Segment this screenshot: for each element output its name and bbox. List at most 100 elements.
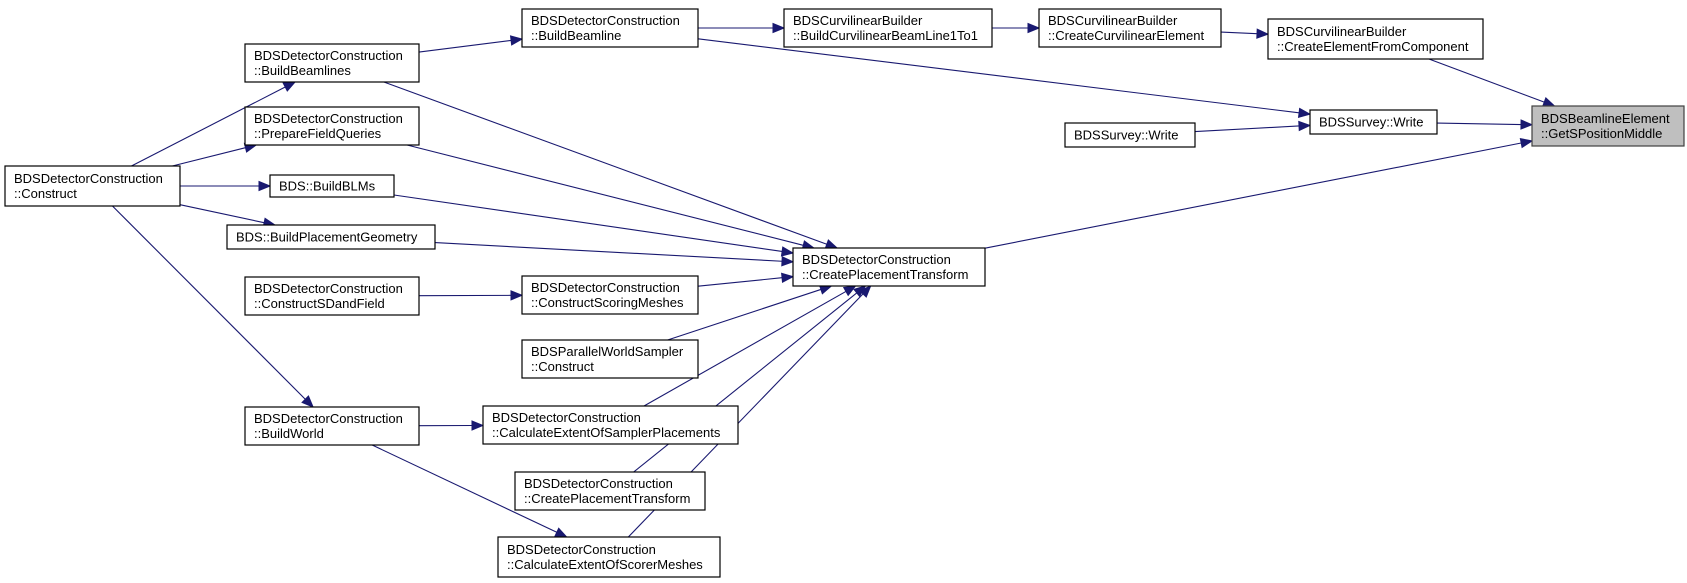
node-label-line-2: ::CalculateExtentOfScorerMeshes xyxy=(507,557,703,572)
node-box[interactable] xyxy=(226,224,436,250)
node-box[interactable] xyxy=(792,247,986,287)
node-box[interactable] xyxy=(521,339,699,379)
node-box[interactable] xyxy=(1267,18,1484,60)
node-label-line-1: BDSDetectorConstruction xyxy=(531,280,680,295)
edge-line xyxy=(179,204,265,224)
node-label-line-1: BDS::BuildBLMs xyxy=(279,179,376,194)
edge-line xyxy=(393,194,783,253)
node-box[interactable] xyxy=(244,106,420,146)
node-label-line-2: ::BuildCurvilinearBeamLine1To1 xyxy=(793,28,978,43)
node-box[interactable] xyxy=(1309,109,1438,135)
node-box[interactable] xyxy=(4,165,181,207)
node-bbl[interactable]: BDSDetectorConstruction::BuildBeamline xyxy=(521,8,699,48)
node-box[interactable] xyxy=(521,8,699,48)
node-label-line-2: ::Construct xyxy=(531,359,594,374)
edge-line xyxy=(633,292,858,473)
edge-bpg-to-cpt xyxy=(434,242,795,267)
edge-line xyxy=(172,147,246,167)
node-survey[interactable]: BDSSurvey::Write xyxy=(1309,109,1438,135)
node-box[interactable] xyxy=(244,43,420,83)
node-label-line-2: ::Construct xyxy=(14,186,77,201)
node-label-line-1: BDSDetectorConstruction xyxy=(14,171,163,186)
edge-construct-to-pfq xyxy=(172,142,258,167)
node-root[interactable]: BDSBeamlineElement::GetSPositionMiddle xyxy=(1531,105,1685,147)
arrowhead-icon xyxy=(471,420,485,431)
edge-csm-to-cpt xyxy=(697,272,795,287)
node-box[interactable] xyxy=(1064,122,1196,148)
arrowhead-icon xyxy=(1298,120,1312,132)
edge-line xyxy=(131,86,286,167)
node-blms[interactable]: BDS::BuildBLMs xyxy=(269,174,395,198)
node-construct[interactable]: BDSDetectorConstruction::Construct xyxy=(4,165,181,207)
edge-line xyxy=(667,288,822,341)
edge-line xyxy=(418,39,512,53)
node-bpg[interactable]: BDS::BuildPlacementGeometry xyxy=(226,224,436,250)
edge-bbls-to-bbl xyxy=(418,35,524,53)
node-cefc[interactable]: BDSCurvilinearBuilder::CreateElementFrom… xyxy=(1267,18,1484,60)
arrowhead-icon xyxy=(510,290,524,301)
node-box[interactable] xyxy=(521,275,699,315)
arrowhead-icon xyxy=(1256,28,1270,39)
node-box[interactable] xyxy=(1038,8,1222,48)
arrowhead-icon xyxy=(509,35,524,46)
edge-cefc-to-root xyxy=(1428,58,1556,107)
node-box[interactable] xyxy=(497,536,721,578)
edge-construct-to-blms xyxy=(180,180,272,192)
node-box[interactable] xyxy=(482,405,739,445)
node-box[interactable] xyxy=(514,471,706,511)
edge-cpt-to-root xyxy=(984,137,1534,249)
node-label-line-2: ::CalculateExtentOfSamplerPlacements xyxy=(492,425,721,440)
node-bcb[interactable]: BDSCurvilinearBuilder::BuildCurvilinearB… xyxy=(783,8,993,48)
node-cesm[interactable]: BDSDetectorConstruction::CalculateExtent… xyxy=(497,536,721,578)
node-label-line-1: BDSDetectorConstruction xyxy=(254,111,403,126)
arrowhead-icon xyxy=(781,255,795,267)
arrowhead-icon xyxy=(842,285,857,297)
node-csm[interactable]: BDSDetectorConstruction::ConstructScorin… xyxy=(521,275,699,315)
edge-bbl-to-survey xyxy=(697,38,1312,118)
edge-cesp-to-cpt xyxy=(643,285,857,407)
node-cpt2[interactable]: BDSDetectorConstruction::CreatePlacement… xyxy=(514,471,706,511)
edge-construct-to-bw xyxy=(112,205,314,408)
edge-line xyxy=(1436,122,1522,126)
arrowhead-icon xyxy=(772,22,786,34)
edge-line xyxy=(1428,58,1545,103)
node-label-line-1: BDSDetectorConstruction xyxy=(507,542,656,557)
node-label-line-2: ::CreateElementFromComponent xyxy=(1277,39,1469,54)
node-pfq[interactable]: BDSDetectorConstruction::PrepareFieldQue… xyxy=(244,106,420,146)
node-box[interactable] xyxy=(244,276,420,316)
node-label-line-2: ::BuildBeamline xyxy=(531,28,621,43)
edge-bcb-to-cce xyxy=(992,22,1041,34)
node-csdf[interactable]: BDSDetectorConstruction::ConstructSDandF… xyxy=(244,276,420,316)
edge-line xyxy=(1194,125,1300,133)
node-box[interactable] xyxy=(783,8,993,48)
arrowhead-icon xyxy=(1519,137,1534,149)
node-box[interactable] xyxy=(244,406,420,446)
arrowhead-icon xyxy=(858,285,872,298)
node-label-line-2: ::BuildBeamlines xyxy=(254,63,351,78)
node-survey2[interactable]: BDSSurvey::Write xyxy=(1064,122,1196,148)
edges-layer xyxy=(112,22,1556,538)
node-box[interactable] xyxy=(269,174,395,198)
node-cce[interactable]: BDSCurvilinearBuilder::CreateCurvilinear… xyxy=(1038,8,1222,48)
node-label-line-1: BDSCurvilinearBuilder xyxy=(1277,24,1407,39)
node-label-line-1: BDSDetectorConstruction xyxy=(254,281,403,296)
node-cpt[interactable]: BDSDetectorConstruction::CreatePlacement… xyxy=(792,247,986,287)
edge-bw-to-cesm xyxy=(371,444,568,538)
node-label-line-2: ::GetSPositionMiddle xyxy=(1541,126,1662,141)
arrowhead-icon xyxy=(282,81,297,92)
edge-line xyxy=(1220,31,1258,35)
node-label-line-2: ::BuildWorld xyxy=(254,426,324,441)
node-bbls[interactable]: BDSDetectorConstruction::BuildBeamlines xyxy=(244,43,420,83)
node-bw[interactable]: BDSDetectorConstruction::BuildWorld xyxy=(244,406,420,446)
node-label-line-1: BDSDetectorConstruction xyxy=(492,410,641,425)
node-pws[interactable]: BDSParallelWorldSampler::Construct xyxy=(521,339,699,379)
node-cesp[interactable]: BDSDetectorConstruction::CalculateExtent… xyxy=(482,405,739,445)
node-box[interactable] xyxy=(1531,105,1685,147)
edge-construct-to-bpg xyxy=(179,204,277,228)
edge-line xyxy=(383,81,827,245)
node-label-line-1: BDSParallelWorldSampler xyxy=(531,344,684,359)
node-label-line-1: BDSDetectorConstruction xyxy=(802,252,951,267)
arrowhead-icon xyxy=(301,395,314,408)
node-label-line-1: BDSDetectorConstruction xyxy=(531,13,680,28)
